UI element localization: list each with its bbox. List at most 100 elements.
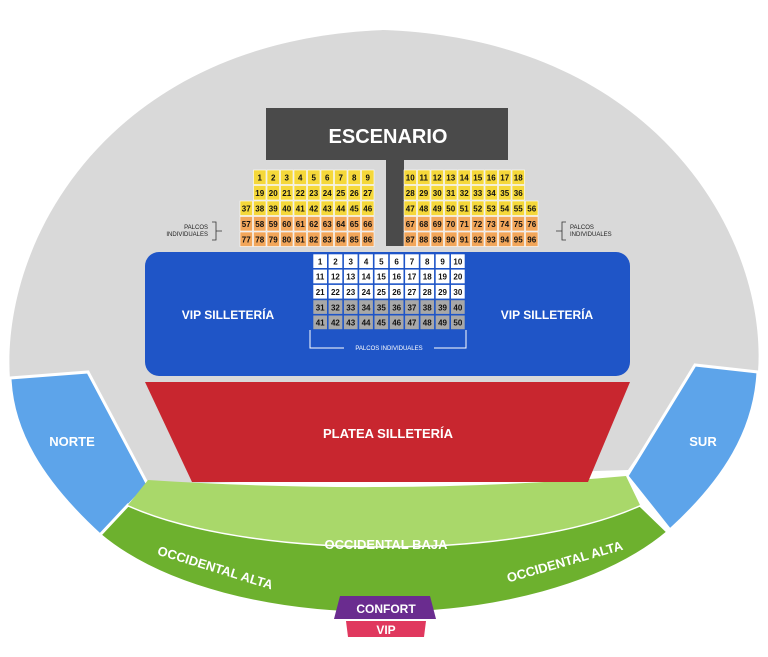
palco-seat[interactable] — [312, 268, 328, 284]
palco-seat[interactable] — [312, 253, 328, 269]
palco-seat[interactable] — [253, 185, 267, 201]
palco-seat[interactable] — [471, 185, 485, 201]
palco-seat[interactable] — [347, 231, 361, 247]
palco-seat[interactable] — [435, 284, 450, 300]
palco-seat[interactable] — [293, 169, 307, 185]
palco-seat[interactable] — [404, 268, 420, 284]
palco-seat[interactable] — [253, 200, 267, 216]
zone-platea[interactable] — [145, 382, 630, 482]
palco-seat[interactable] — [358, 284, 374, 300]
palco-seat[interactable] — [498, 200, 512, 216]
palco-seat[interactable] — [417, 231, 431, 247]
palco-seat[interactable] — [280, 169, 294, 185]
palco-seat[interactable] — [361, 200, 375, 216]
palco-seat[interactable] — [471, 216, 485, 232]
palco-seat[interactable] — [511, 216, 525, 232]
palco-seat[interactable] — [334, 216, 348, 232]
palco-seat[interactable] — [253, 231, 267, 247]
palco-seat[interactable] — [403, 200, 417, 216]
palco-seat[interactable] — [417, 216, 431, 232]
palco-seat[interactable] — [327, 253, 343, 269]
palco-seat[interactable] — [373, 268, 389, 284]
palco-seat[interactable] — [430, 185, 444, 201]
palco-seat[interactable] — [327, 268, 343, 284]
palco-seat[interactable] — [312, 299, 328, 315]
palco-seat[interactable] — [239, 216, 253, 232]
palco-seat[interactable] — [358, 314, 374, 330]
palco-seat[interactable] — [361, 185, 375, 201]
palco-seat[interactable] — [266, 185, 280, 201]
palco-seat[interactable] — [450, 253, 466, 269]
palco-seat[interactable] — [511, 200, 525, 216]
zone-vip[interactable] — [346, 621, 426, 637]
palco-seat[interactable] — [498, 169, 512, 185]
palco-seat[interactable] — [312, 284, 328, 300]
palco-seat[interactable] — [373, 314, 389, 330]
palco-seat[interactable] — [343, 253, 359, 269]
palco-seat[interactable] — [280, 216, 294, 232]
palco-seat[interactable] — [253, 216, 267, 232]
palco-seat[interactable] — [430, 169, 444, 185]
palco-seat[interactable] — [307, 169, 321, 185]
palco-seat[interactable] — [444, 200, 458, 216]
palco-seat[interactable] — [435, 299, 450, 315]
palco-seat[interactable] — [498, 216, 512, 232]
palco-seat[interactable] — [498, 231, 512, 247]
palco-seat[interactable] — [417, 200, 431, 216]
palco-seat[interactable] — [280, 185, 294, 201]
palco-seat[interactable] — [307, 231, 321, 247]
palco-seat[interactable] — [334, 169, 348, 185]
palco-seat[interactable] — [293, 216, 307, 232]
palco-seat[interactable] — [511, 231, 525, 247]
palco-seat[interactable] — [430, 216, 444, 232]
palco-seat[interactable] — [343, 268, 359, 284]
palco-seat[interactable] — [419, 268, 435, 284]
palco-seat[interactable] — [444, 185, 458, 201]
palco-seat[interactable] — [307, 200, 321, 216]
palco-seat[interactable] — [419, 284, 435, 300]
palco-seat[interactable] — [327, 284, 343, 300]
palco-seat[interactable] — [417, 169, 431, 185]
palco-seat[interactable] — [266, 200, 280, 216]
palco-seat[interactable] — [280, 200, 294, 216]
zone-sur[interactable] — [625, 363, 760, 533]
palco-seat[interactable] — [347, 185, 361, 201]
palco-seat[interactable] — [320, 231, 334, 247]
palco-seat[interactable] — [430, 231, 444, 247]
palco-seat[interactable] — [404, 284, 420, 300]
palco-seat[interactable] — [450, 284, 466, 300]
palco-seat[interactable] — [343, 299, 359, 315]
palco-seat[interactable] — [419, 299, 435, 315]
palco-seat[interactable] — [266, 231, 280, 247]
palco-seat[interactable] — [389, 253, 405, 269]
palco-seat[interactable] — [373, 299, 389, 315]
palco-seat[interactable] — [334, 231, 348, 247]
palco-seat[interactable] — [307, 216, 321, 232]
palco-seat[interactable] — [404, 314, 420, 330]
palco-seat[interactable] — [293, 200, 307, 216]
zone-confort[interactable] — [334, 596, 436, 619]
palco-seat[interactable] — [435, 253, 450, 269]
palco-seat[interactable] — [320, 185, 334, 201]
palco-seat[interactable] — [361, 216, 375, 232]
palco-seat[interactable] — [471, 231, 485, 247]
palco-seat[interactable] — [343, 284, 359, 300]
palco-seat[interactable] — [484, 200, 498, 216]
palco-seat[interactable] — [404, 299, 420, 315]
palco-seat[interactable] — [471, 200, 485, 216]
palco-seat[interactable] — [525, 216, 539, 232]
palco-seat[interactable] — [484, 216, 498, 232]
palco-seat[interactable] — [404, 253, 420, 269]
palco-seat[interactable] — [457, 216, 471, 232]
palco-seat[interactable] — [450, 299, 466, 315]
palco-seat[interactable] — [320, 169, 334, 185]
palco-seat[interactable] — [403, 216, 417, 232]
palco-seat[interactable] — [334, 185, 348, 201]
palco-seat[interactable] — [361, 231, 375, 247]
palco-seat[interactable] — [450, 314, 466, 330]
palco-seat[interactable] — [312, 314, 328, 330]
palco-seat[interactable] — [327, 314, 343, 330]
palco-seat[interactable] — [430, 200, 444, 216]
palco-seat[interactable] — [389, 268, 405, 284]
palco-seat[interactable] — [498, 185, 512, 201]
